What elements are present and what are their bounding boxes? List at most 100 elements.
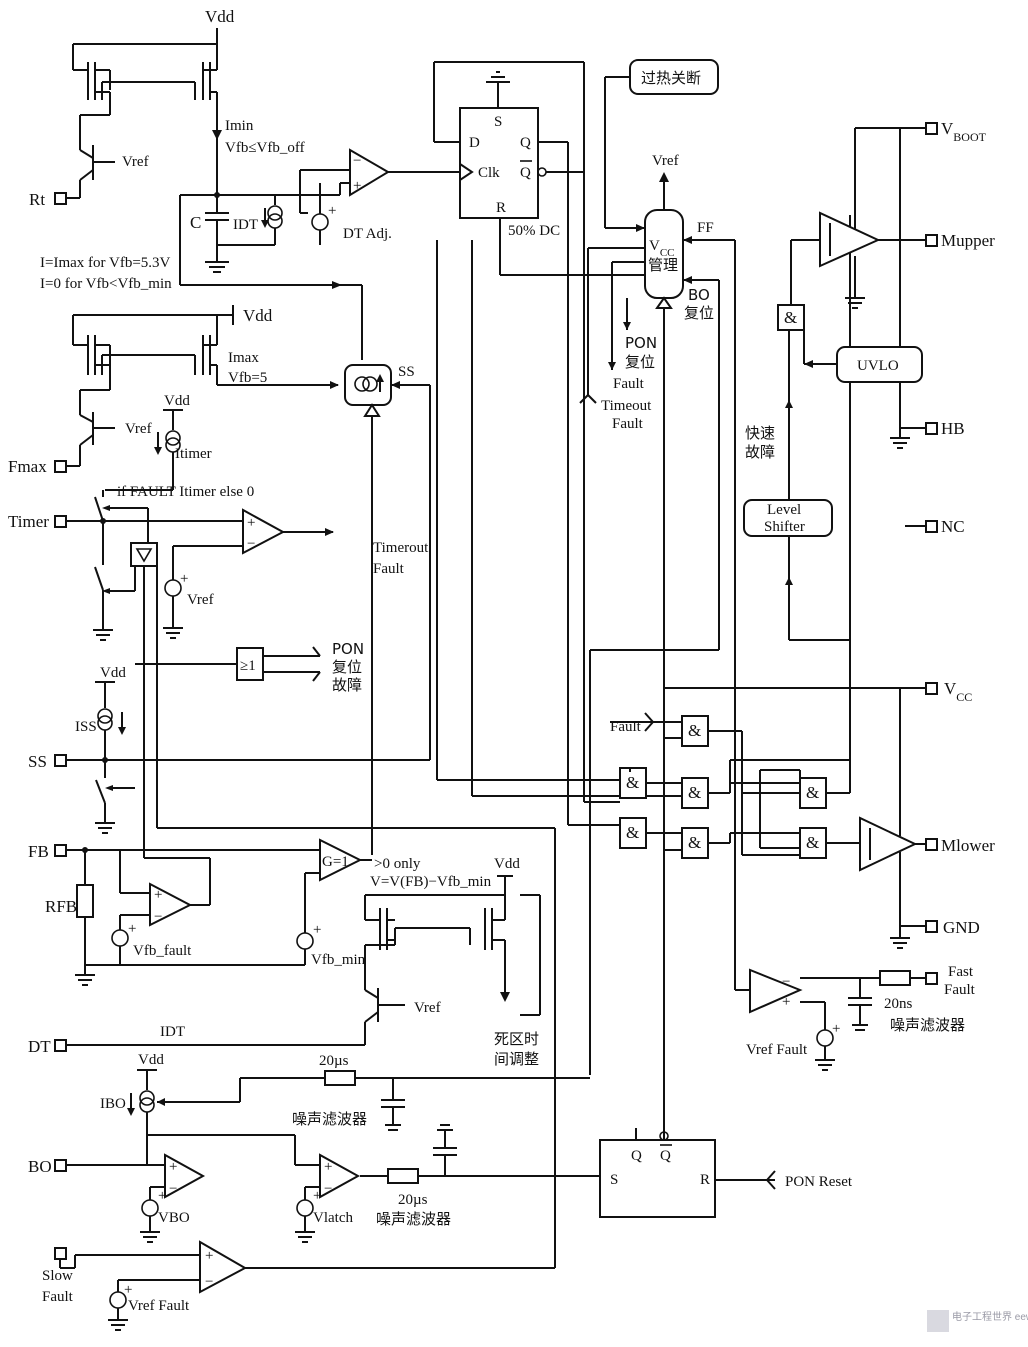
idt-label: IDT [233,217,258,233]
bo-reset-label: BO [688,286,710,304]
pin-hb [925,422,938,435]
level-shifter-line2: Shifter [764,519,805,535]
sr-s: S [610,1172,618,1188]
vfb-min-label: Vfb_min [311,952,366,968]
filter-20us-top: 20µs [319,1053,349,1069]
pin-nc-label: NC [941,517,965,536]
pin-rt-label: Rt [29,190,45,209]
gain-label: G=1 [322,854,349,870]
mlower-driver [859,816,918,872]
bo-comparator [164,1153,206,1199]
pin-ss [54,754,67,767]
duty-label: 50% DC [508,223,560,239]
pin-timer [54,515,67,528]
slow-fault-section [59,1254,555,1331]
i-zero-condition: I=0 for Vfb<Vfb_min [40,276,172,292]
logic-gates [610,215,860,859]
svg-text:&: & [688,783,701,802]
pin-ss-label: SS [28,752,47,771]
filter-20us-bottom: 20µs [398,1192,428,1208]
svg-text:−: − [247,536,255,552]
vref-label-timer: Vref [187,592,214,608]
svg-text:−: − [154,909,162,925]
pon-label-mid: PON [332,640,364,658]
vfb-off-label: Vfb≤Vfb_off [225,140,305,156]
svg-text:+: + [353,178,361,194]
svg-text:&: & [784,308,797,327]
itimer-source [105,409,183,491]
dead-time-mirror [66,875,541,1046]
svg-text:−: − [324,1181,332,1197]
pin-vcc [925,682,938,695]
svg-text:+: + [205,1248,213,1264]
svg-text:−: − [169,1181,177,1197]
timing-cap-node [179,140,362,286]
pon-label-right: PON [625,334,657,352]
svg-text:−: − [205,1274,213,1290]
vdd-label-top: Vdd [205,7,235,26]
cap-c-label: C [190,213,201,232]
pin-vboot-label: VBOOT [941,119,987,144]
vdd-label-itimer: Vdd [164,393,190,409]
itimer-rule-label: if FAULT Itimer else 0 [117,484,254,500]
sr-r: R [700,1172,710,1188]
pon-reset-label: PON Reset [785,1174,853,1190]
ss-block-label: SS [398,364,415,380]
svg-text:+: + [247,515,255,531]
dff-qbar: Q [520,165,531,181]
fast-fault-comparator [749,968,803,1014]
dt-adj-label: DT Adj. [343,226,392,242]
pon-reset-label-right: 复位 [625,353,655,371]
fault-input-label: Fault [610,719,642,735]
level-shifter-line1: Level [767,502,801,518]
pin-dt-label: DT [28,1037,51,1056]
svg-text:+: + [154,887,162,903]
svg-text:&: & [626,773,639,792]
dff-r: R [496,200,506,216]
itimer-label: Itimer [175,446,212,462]
rfb-label: RFB [45,897,77,916]
svg-text:≥1: ≥1 [240,658,256,674]
ss-current-source [344,364,392,406]
vref-label-rt: Vref [122,154,149,170]
vref-label-dt: Vref [414,1000,441,1016]
vdd-label-ss: Vdd [100,665,126,681]
clk-comparator [349,148,390,197]
noise-filter-fast: 噪声滤波器 [890,1016,965,1034]
pin-mlower-label: Mlower [941,836,995,855]
timeout-label-right: Timeout [601,398,652,414]
ibo-label: IBO [100,1096,126,1112]
pin-fb-label: FB [28,842,49,861]
ff-label: FF [697,220,714,236]
dff-clk: Clk [478,165,500,181]
watermark-logo: 电子工程世界 eeworld.com.cn [927,1310,1028,1332]
svg-text:+: + [169,1159,177,1175]
noise-filter-top: 噪声滤波器 [292,1110,367,1128]
fb-network [66,847,320,986]
pin-vboot [925,122,938,135]
vdd-label-fmax: Vdd [243,306,273,325]
timeout-fault-label-mid: Timerout [373,540,429,556]
slow-fault-comparator [199,1240,248,1294]
svg-text:+: + [313,922,321,938]
imin-label: Imin [225,118,254,134]
pin-rt [54,192,67,205]
vdd-label-bo: Vdd [138,1052,164,1068]
fault-label-right: Fault [613,376,645,392]
latch-comparator [319,1153,361,1199]
only-positive-label: >0 only [374,856,421,872]
dff-d: D [469,135,480,151]
overheat-label: 过热关断 [641,69,701,87]
svg-text:+: + [782,994,790,1010]
vlatch-label: Vlatch [313,1210,353,1226]
filter-20ns: 20ns [884,996,913,1012]
vfb-fault-label: Vfb_fault [133,943,192,959]
iss-label: ISS [75,719,97,735]
vbo-label: VBO [158,1210,190,1226]
fb-fault-comparator [149,882,193,927]
timeout-fault-label-right: Fault [612,416,644,432]
timer-comparator [242,508,286,555]
bo-section [66,1069,600,1243]
svg-text:&: & [806,833,819,852]
pin-fast-fault-label-1: Fast [948,964,974,980]
